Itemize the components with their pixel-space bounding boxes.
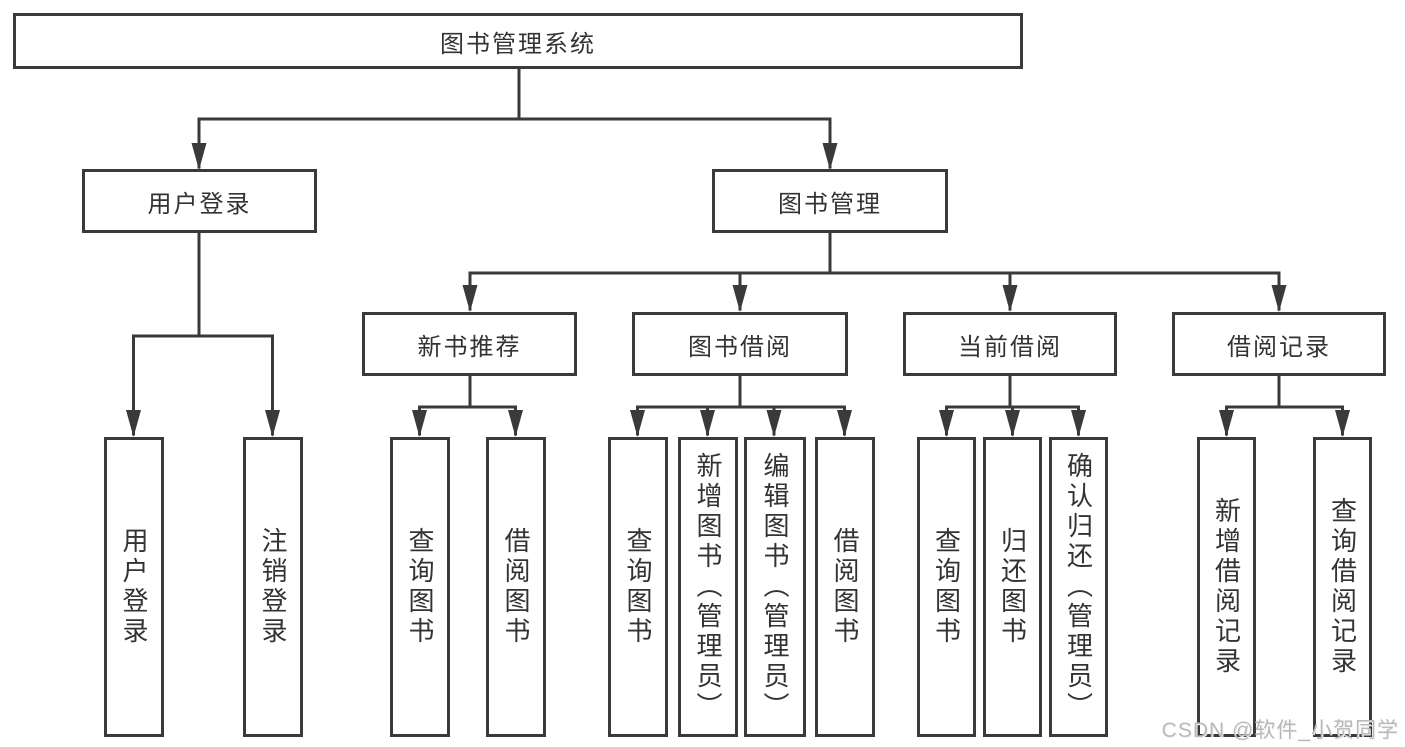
node-label: 确认归还（管理员） (1063, 452, 1094, 722)
arrowhead (1271, 285, 1287, 312)
arrowhead (630, 410, 645, 437)
arrowhead (700, 410, 715, 437)
leaf-query-books-current: 查询图书 (917, 437, 976, 737)
node-label: 新书推荐 (417, 333, 522, 361)
edge-book-management-children (468, 231, 1281, 311)
edge-book-borrow-children (636, 374, 846, 436)
node-label: 新增图书（管理员） (693, 452, 723, 722)
arrowhead (732, 285, 748, 312)
node-label: 新增借阅记录 (1211, 497, 1242, 677)
arrowhead (126, 410, 141, 437)
node-label: 归还图书 (997, 527, 1028, 647)
arrowhead (939, 410, 954, 437)
arrowhead (1335, 410, 1350, 437)
arrowhead (1005, 410, 1020, 437)
node-label: 编辑图书（管理员） (760, 452, 790, 722)
node-label: 查询图书 (931, 527, 962, 647)
leaf-return-books: 归还图书 (983, 437, 1042, 737)
edge-user-login-children (132, 231, 274, 436)
arrowhead (265, 410, 280, 437)
node-borrow-records: 借阅记录 (1172, 312, 1386, 376)
node-library-system: 图书管理系统 (13, 13, 1023, 69)
arrowhead (462, 285, 478, 312)
node-label: 查询图书 (405, 527, 435, 647)
node-current-borrow: 当前借阅 (903, 312, 1117, 376)
edge-lines (132, 67, 1344, 436)
arrowhead (1071, 410, 1086, 437)
node-new-book-recommend: 新书推荐 (362, 312, 577, 376)
leaf-borrow-books-recommend: 借阅图书 (486, 437, 546, 737)
node-label: 用户登录 (119, 527, 149, 647)
node-user-login: 用户登录 (82, 169, 317, 233)
node-label: 当前借阅 (958, 333, 1062, 361)
arrowhead (1002, 285, 1018, 312)
node-label: 注销登录 (258, 527, 288, 647)
leaf-query-books-recommend: 查询图书 (390, 437, 450, 737)
edge-borrow-records-children (1225, 374, 1344, 436)
node-book-borrow: 图书借阅 (632, 312, 848, 376)
arrowhead (191, 143, 207, 170)
leaf-query-borrow-record: 查询借阅记录 (1313, 437, 1372, 737)
leaf-logout: 注销登录 (243, 437, 303, 737)
node-label: 借阅图书 (830, 527, 860, 647)
leaf-borrow-books: 借阅图书 (815, 437, 875, 737)
leaf-confirm-return-admin: 确认归还（管理员） (1049, 437, 1108, 737)
node-label: 图书借阅 (688, 333, 792, 361)
node-label: 图书管理系统 (440, 30, 596, 58)
node-label: 借阅图书 (501, 527, 531, 647)
node-label: 图书管理 (778, 190, 882, 218)
node-label: 查询借阅记录 (1327, 497, 1358, 677)
arrowhead (822, 143, 838, 170)
arrowhead (837, 410, 852, 437)
leaf-user-login: 用户登录 (104, 437, 164, 737)
leaf-add-borrow-record: 新增借阅记录 (1197, 437, 1256, 737)
node-book-management: 图书管理 (712, 169, 948, 233)
arrowhead (766, 410, 782, 437)
node-label: 查询图书 (623, 527, 653, 647)
arrowhead (412, 410, 427, 437)
arrowhead (1219, 410, 1234, 437)
node-label: 借阅记录 (1227, 333, 1331, 361)
watermark-text: CSDN @软件_小贺同学 (1161, 719, 1399, 742)
leaf-add-books-admin: 新增图书（管理员） (678, 437, 738, 737)
leaf-edit-books-admin: 编辑图书（管理员） (744, 437, 806, 737)
arrowhead (508, 410, 523, 437)
node-label: 用户登录 (147, 190, 252, 218)
edge-arrowheads (126, 143, 1350, 437)
edge-new-book-recommend-children (418, 374, 517, 436)
leaf-query-books-borrow: 查询图书 (608, 437, 668, 737)
edge-root-to-level2 (197, 67, 832, 169)
